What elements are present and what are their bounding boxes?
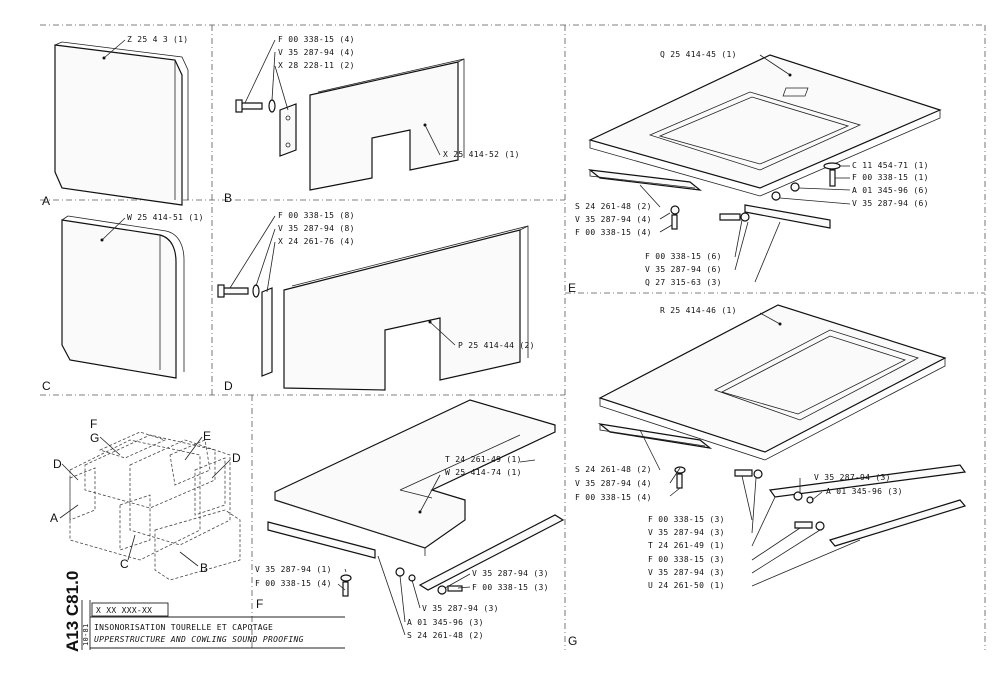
callout-g-5: V 35 287-94 (3) <box>814 473 891 482</box>
panel-b: F 00 338-15 (4) V 35 287-94 (4) X 28 228… <box>224 35 520 205</box>
panel-e: Q 25 414-45 (1) C 11 454-71 (1) F 00 338… <box>568 50 942 295</box>
callout-a-1: Z 25 4 3 (1) <box>127 35 188 44</box>
callout-g-12: U 24 261-50 (1) <box>648 581 725 590</box>
callout-e-2: C 11 454-71 (1) <box>852 161 929 170</box>
panel-d: F 00 338-15 (8) V 35 287-94 (8) X 24 261… <box>217 211 535 393</box>
overview-label-a: A <box>50 511 58 525</box>
overview-label-d-right: D <box>232 451 241 465</box>
callout-e-3: F 00 338-15 (1) <box>852 173 929 182</box>
callout-g-11: V 35 287-94 (3) <box>648 568 725 577</box>
callout-d-3: X 24 261-76 (4) <box>278 237 355 246</box>
panel-letter-f: F <box>256 597 263 611</box>
callout-g-1: R 25 414-46 (1) <box>660 306 737 315</box>
callout-b-2: V 35 287-94 (4) <box>278 48 355 57</box>
callout-g-6: A 01 345-96 (3) <box>826 487 903 496</box>
callout-d-4: P 25 414-44 (2) <box>458 341 535 350</box>
panel-letter-d: D <box>224 379 233 393</box>
panel-letter-a: A <box>42 194 50 208</box>
callout-f-9: S 24 261-48 (2) <box>407 631 484 640</box>
overview-label-c: C <box>120 557 129 571</box>
callout-g-2: S 24 261-48 (2) <box>575 465 652 474</box>
callout-f-7: V 35 287-94 (3) <box>422 604 499 613</box>
panel-letter-e: E <box>568 281 576 295</box>
callout-e-9: F 00 338-15 (6) <box>645 252 722 261</box>
callout-g-10: F 00 338-15 (3) <box>648 555 725 564</box>
document-code: A13 C81.0 <box>63 571 82 652</box>
edition-date: 10-81 <box>82 623 90 646</box>
callout-e-6: S 24 261-48 (2) <box>575 202 652 211</box>
callout-g-7: F 00 338-15 (3) <box>648 515 725 524</box>
overview-label-f: F <box>90 417 97 431</box>
callout-g-8: V 35 287-94 (3) <box>648 528 725 537</box>
callout-f-6: F 00 338-15 (3) <box>472 583 549 592</box>
title-block: A13 C81.0 10-81 X XX XXX-XX INSONORISATI… <box>63 571 345 652</box>
callout-b-3: X 28 228-11 (2) <box>278 61 355 70</box>
overview-label-b: B <box>200 561 208 575</box>
frame-lines <box>40 24 986 650</box>
callout-f-2: W 25 414-74 (1) <box>445 468 522 477</box>
title-french: INSONORISATION TOURELLE ET CAPOTAGE <box>94 623 273 632</box>
panel-letter-c: C <box>42 379 51 393</box>
callout-d-2: V 35 287-94 (8) <box>278 224 355 233</box>
callout-f-8: A 01 345-96 (3) <box>407 618 484 627</box>
callout-e-5: V 35 287-94 (6) <box>852 199 929 208</box>
callout-e-7: V 35 287-94 (4) <box>575 215 652 224</box>
panel-c: W 25 414-51 (1) C <box>42 213 204 393</box>
panel-g: R 25 414-46 (1) S 24 261-48 (2) V 35 287… <box>568 304 967 648</box>
panel-a: Z 25 4 3 (1) A <box>42 35 189 208</box>
callout-g-3: V 35 287-94 (4) <box>575 479 652 488</box>
callout-e-10: V 35 287-94 (6) <box>645 265 722 274</box>
callout-e-1: Q 25 414-45 (1) <box>660 50 737 59</box>
callout-b-1: F 00 338-15 (4) <box>278 35 355 44</box>
callout-b-4: X 25 414-52 (1) <box>443 150 520 159</box>
overview-label-e: E <box>203 429 211 443</box>
callout-f-4: F 00 338-15 (4) <box>255 579 332 588</box>
overview-label-d-left: D <box>53 457 62 471</box>
reference-code: X XX XXX-XX <box>96 606 152 615</box>
callout-f-1: T 24 261-49 (1) <box>445 455 522 464</box>
panel-letter-b: B <box>224 191 232 205</box>
panel-f: T 24 261-49 (1) W 25 414-74 (1) V 35 287… <box>255 399 565 640</box>
callout-d-1: F 00 338-15 (8) <box>278 211 355 220</box>
callout-e-4: A 01 345-96 (6) <box>852 186 929 195</box>
callout-f-5: V 35 287-94 (3) <box>472 569 549 578</box>
callout-f-3: V 35 287-94 (1) <box>255 565 332 574</box>
callout-c-1: W 25 414-51 (1) <box>127 213 204 222</box>
callout-g-4: F 00 338-15 (4) <box>575 493 652 502</box>
title-english: UPPERSTRUCTURE AND COWLING SOUND PROOFIN… <box>94 635 304 644</box>
callout-g-9: T 24 261-49 (1) <box>648 541 725 550</box>
callout-e-8: F 00 338-15 (4) <box>575 228 652 237</box>
callout-e-11: Q 27 315-63 (3) <box>645 278 722 287</box>
overview-assembly: F G E D D A C B <box>50 417 241 581</box>
panel-letter-g: G <box>568 634 577 648</box>
overview-label-g: G <box>90 431 99 445</box>
